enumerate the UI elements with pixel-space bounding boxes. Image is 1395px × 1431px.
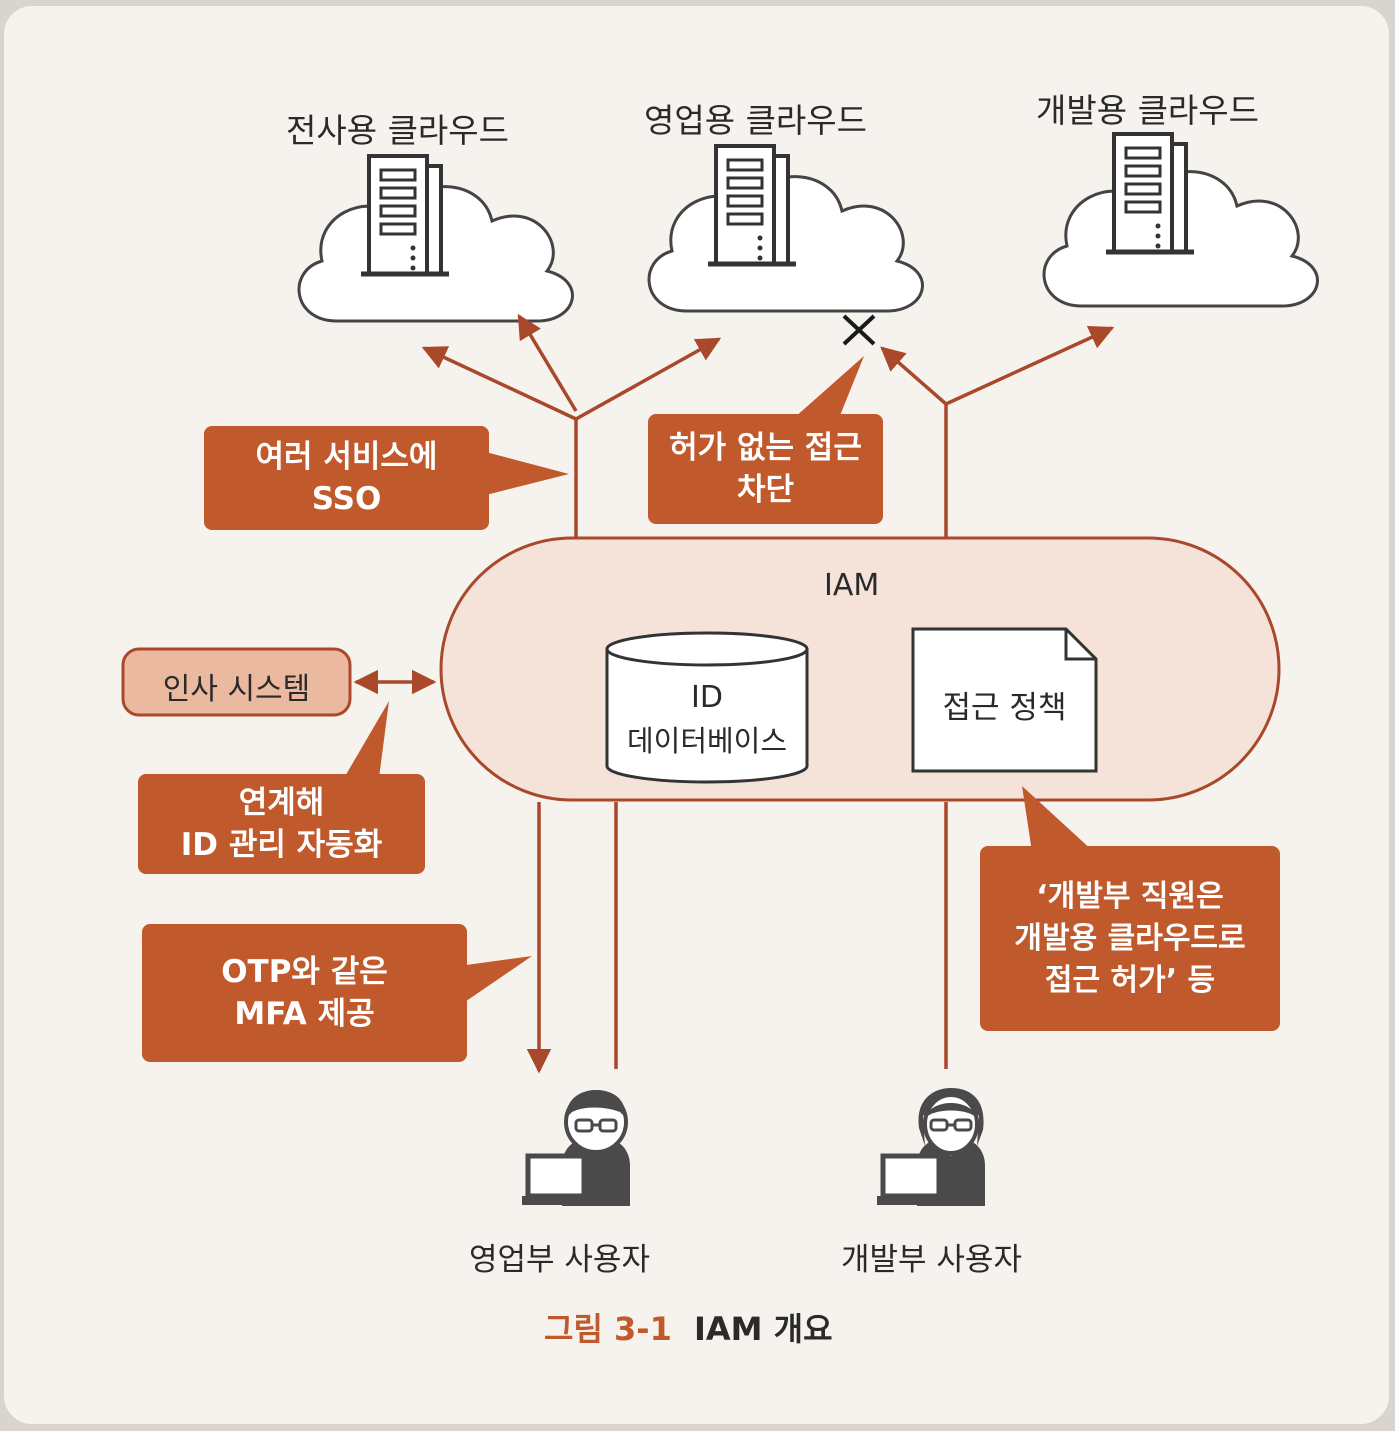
callout-id-auto-shape <box>138 701 425 874</box>
figure-page: 전사용 클라우드 영업용 클라우드 개발용 클라우드 IAM ID 데이터베이스… <box>4 6 1389 1424</box>
callout-policy-line2: 개발용 클라우드로 <box>1014 920 1246 956</box>
callout-id-auto: 연계해 ID 관리 자동화 <box>138 774 425 874</box>
callout-sso: 여러 서비스에 SSO <box>204 426 489 530</box>
callout-sso-line2: SSO <box>311 481 382 517</box>
callout-mfa-line2: MFA 제공 <box>234 996 375 1032</box>
sso-connector <box>421 313 722 546</box>
callout-sso-line1: 여러 서비스에 <box>255 439 438 475</box>
user-label-dev: 개발부 사용자 <box>841 1242 1022 1278</box>
server-icon <box>708 146 796 264</box>
callout-block-line2: 차단 <box>736 472 795 508</box>
hr-system-box <box>121 647 352 717</box>
access-policy-document <box>911 627 1098 773</box>
callout-id-auto-line2: ID 관리 자동화 <box>180 827 383 863</box>
blocked-x-icon <box>842 314 876 346</box>
callout-block-shape <box>648 356 883 524</box>
figure-number: 그림 3-1 <box>544 1310 672 1348</box>
user-connectors <box>526 802 948 1074</box>
id-database-icon <box>605 631 809 784</box>
callout-mfa-shape <box>142 924 532 1062</box>
iam-title: IAM <box>824 568 880 603</box>
server-icon <box>1106 134 1194 252</box>
server-icon <box>361 156 449 274</box>
cloud-label-enterprise: 전사용 클라우드 <box>286 111 510 150</box>
callout-sso-shape <box>204 426 569 530</box>
cloud-label-development: 개발용 클라우드 <box>1036 91 1260 130</box>
callout-policy-line3: 접근 허가’ 등 <box>1044 962 1216 998</box>
callout-policy-line1: ‘개발부 직원은 <box>1036 878 1224 914</box>
sales-user-icon <box>522 1090 630 1206</box>
id-database-label-line1: ID <box>691 680 723 715</box>
callout-policy-example-shape <box>980 786 1280 1031</box>
figure-title: IAM 개요 <box>694 1310 833 1348</box>
cloud-label-sales: 영업용 클라우드 <box>644 101 868 140</box>
dev-connector <box>880 326 1115 546</box>
callout-id-auto-line1: 연계해 <box>238 785 325 821</box>
callout-mfa: OTP와 같은 MFA 제공 <box>142 924 467 1062</box>
callout-block: 허가 없는 접근 차단 <box>648 414 883 524</box>
hr-system-label: 인사 시스템 <box>162 672 311 707</box>
user-label-sales: 영업부 사용자 <box>469 1242 650 1278</box>
dev-user-icon <box>877 1088 985 1206</box>
callout-block-line1: 허가 없는 접근 <box>669 430 862 466</box>
access-policy-label: 접근 정책 <box>942 690 1067 726</box>
callout-mfa-line1: OTP와 같은 <box>221 954 388 990</box>
callout-policy-example: ‘개발부 직원은 개발용 클라우드로 접근 허가’ 등 <box>980 846 1280 1031</box>
id-database-label-line2: 데이터베이스 <box>626 724 788 758</box>
